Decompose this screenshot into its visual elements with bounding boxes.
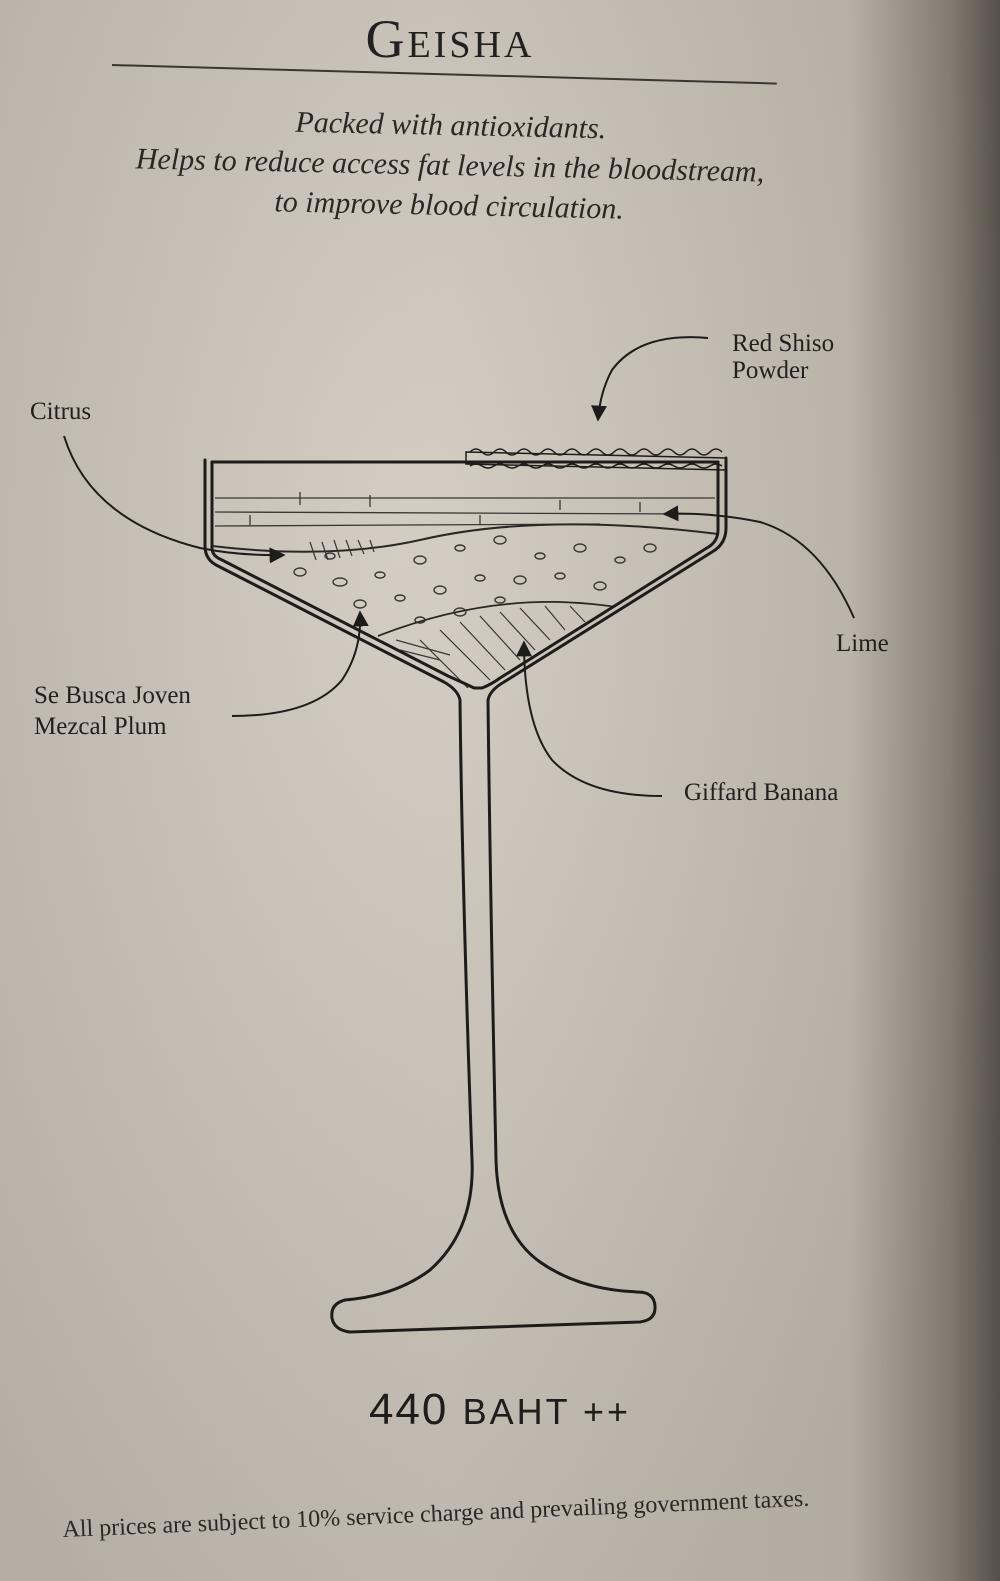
glass-outline — [205, 458, 726, 1332]
label-mezcal-line2: Mezcal Plum — [34, 711, 191, 742]
price-unit: BAHT ++ — [463, 1391, 631, 1432]
label-mezcal-plum: Se Busca Joven Mezcal Plum — [34, 680, 191, 742]
label-lime: Lime — [836, 628, 889, 659]
label-giffard-banana: Giffard Banana — [684, 777, 838, 808]
price: 440 BAHT ++ — [0, 1385, 1000, 1435]
mezcal-bubbles — [294, 536, 656, 623]
lime-layer — [212, 484, 718, 546]
shiso-leader — [598, 337, 708, 420]
price-amount: 440 — [369, 1385, 448, 1434]
label-red-shiso-powder: Red Shiso Powder — [732, 328, 834, 386]
drink-layers — [212, 484, 718, 700]
label-citrus: Citrus — [30, 396, 91, 427]
label-red-shiso-line2: Powder — [732, 355, 834, 386]
banana-leader — [524, 642, 662, 796]
lime-hatching — [215, 492, 715, 526]
label-mezcal-line1: Se Busca Joven — [34, 680, 191, 711]
citrus-leader — [64, 436, 284, 555]
shiso-rim — [466, 449, 726, 470]
